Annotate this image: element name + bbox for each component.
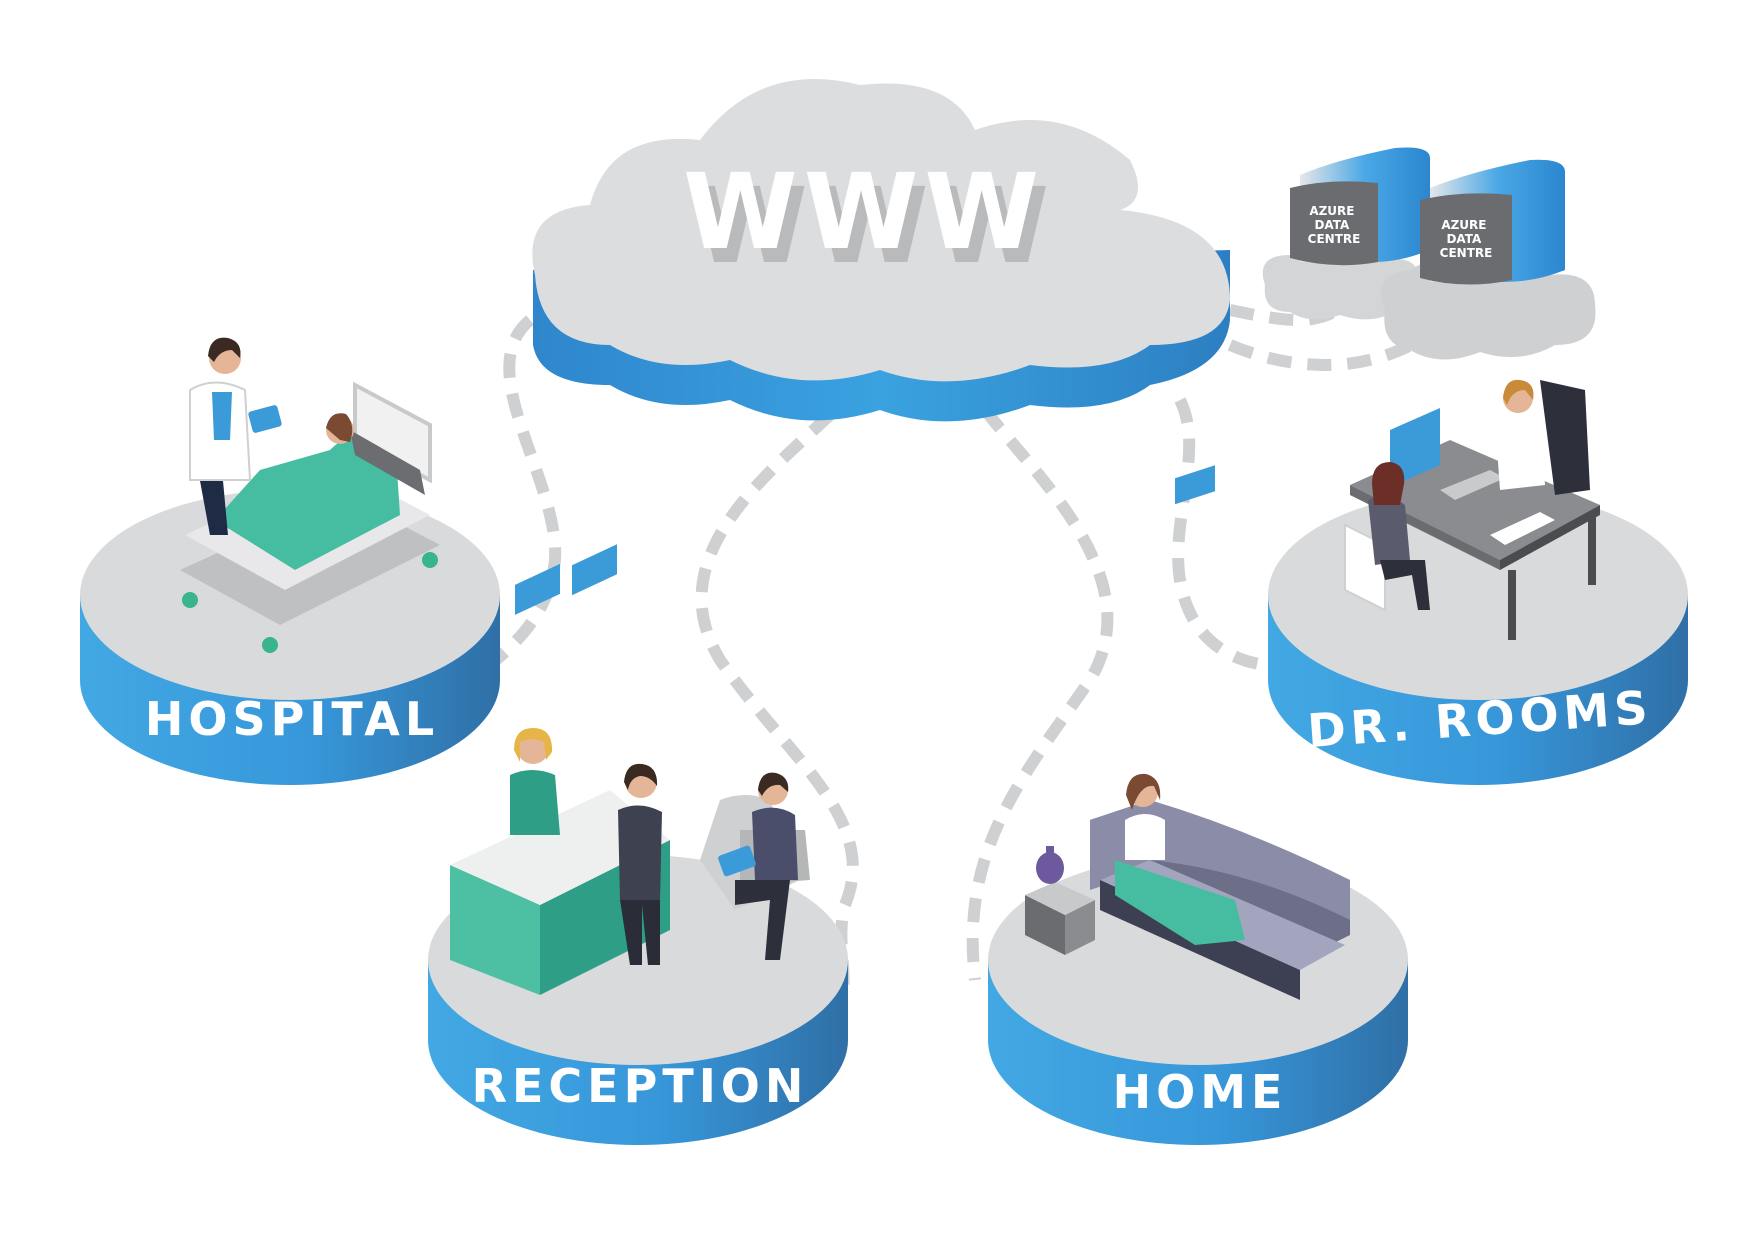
datacentre-cloud-2 bbox=[1380, 259, 1596, 360]
www-cloud: WWW WWW bbox=[532, 79, 1230, 422]
azure-data-centres: AZURE DATA CENTRE AZURE DATA CENTRE bbox=[1262, 147, 1596, 360]
cloud-www-text: WWW bbox=[683, 151, 1045, 273]
home-woman-figure bbox=[1115, 465, 1245, 945]
seated-patient-figure bbox=[700, 772, 810, 960]
dr-rooms-node: DR. ROOMS bbox=[1268, 379, 1688, 785]
server-rack-2: AZURE DATA CENTRE bbox=[1420, 159, 1565, 285]
dr-rooms-doctor-figure bbox=[1495, 379, 1590, 495]
hospital-node: HOSPITAL bbox=[80, 337, 500, 785]
cloud-www-shadow: WWW bbox=[693, 165, 1055, 287]
hospital-label: HOSPITAL bbox=[145, 692, 439, 746]
standing-patient-figure bbox=[618, 763, 662, 965]
home-node: HOME bbox=[988, 465, 1408, 1145]
home-label: HOME bbox=[1113, 1065, 1288, 1119]
connector-cloud-datacentre-2 bbox=[1227, 334, 1424, 371]
cloud-top bbox=[532, 79, 1230, 382]
reception-node: RECEPTION bbox=[428, 544, 848, 1145]
server-rack-1: AZURE DATA CENTRE bbox=[1290, 147, 1430, 266]
receptionist-figure bbox=[510, 728, 560, 835]
connector-cloud-datacentre-1 bbox=[1228, 295, 1355, 326]
connector-cloud-home bbox=[966, 406, 1114, 981]
connector-cloud-dr-rooms bbox=[1172, 397, 1266, 671]
hospital-bed-scene bbox=[180, 381, 440, 653]
datacentre-cloud-1 bbox=[1262, 243, 1421, 320]
reception-label: RECEPTION bbox=[472, 1059, 809, 1113]
server-2-label: AZURE DATA CENTRE bbox=[1440, 218, 1493, 260]
server-1-label: AZURE DATA CENTRE bbox=[1308, 204, 1361, 246]
dr-rooms-patient-figure bbox=[1344, 462, 1430, 612]
home-side-table bbox=[1025, 846, 1095, 955]
reception-desk bbox=[450, 544, 670, 995]
connector-cloud-hospital bbox=[486, 315, 562, 670]
hospital-doctor-figure bbox=[189, 337, 282, 535]
